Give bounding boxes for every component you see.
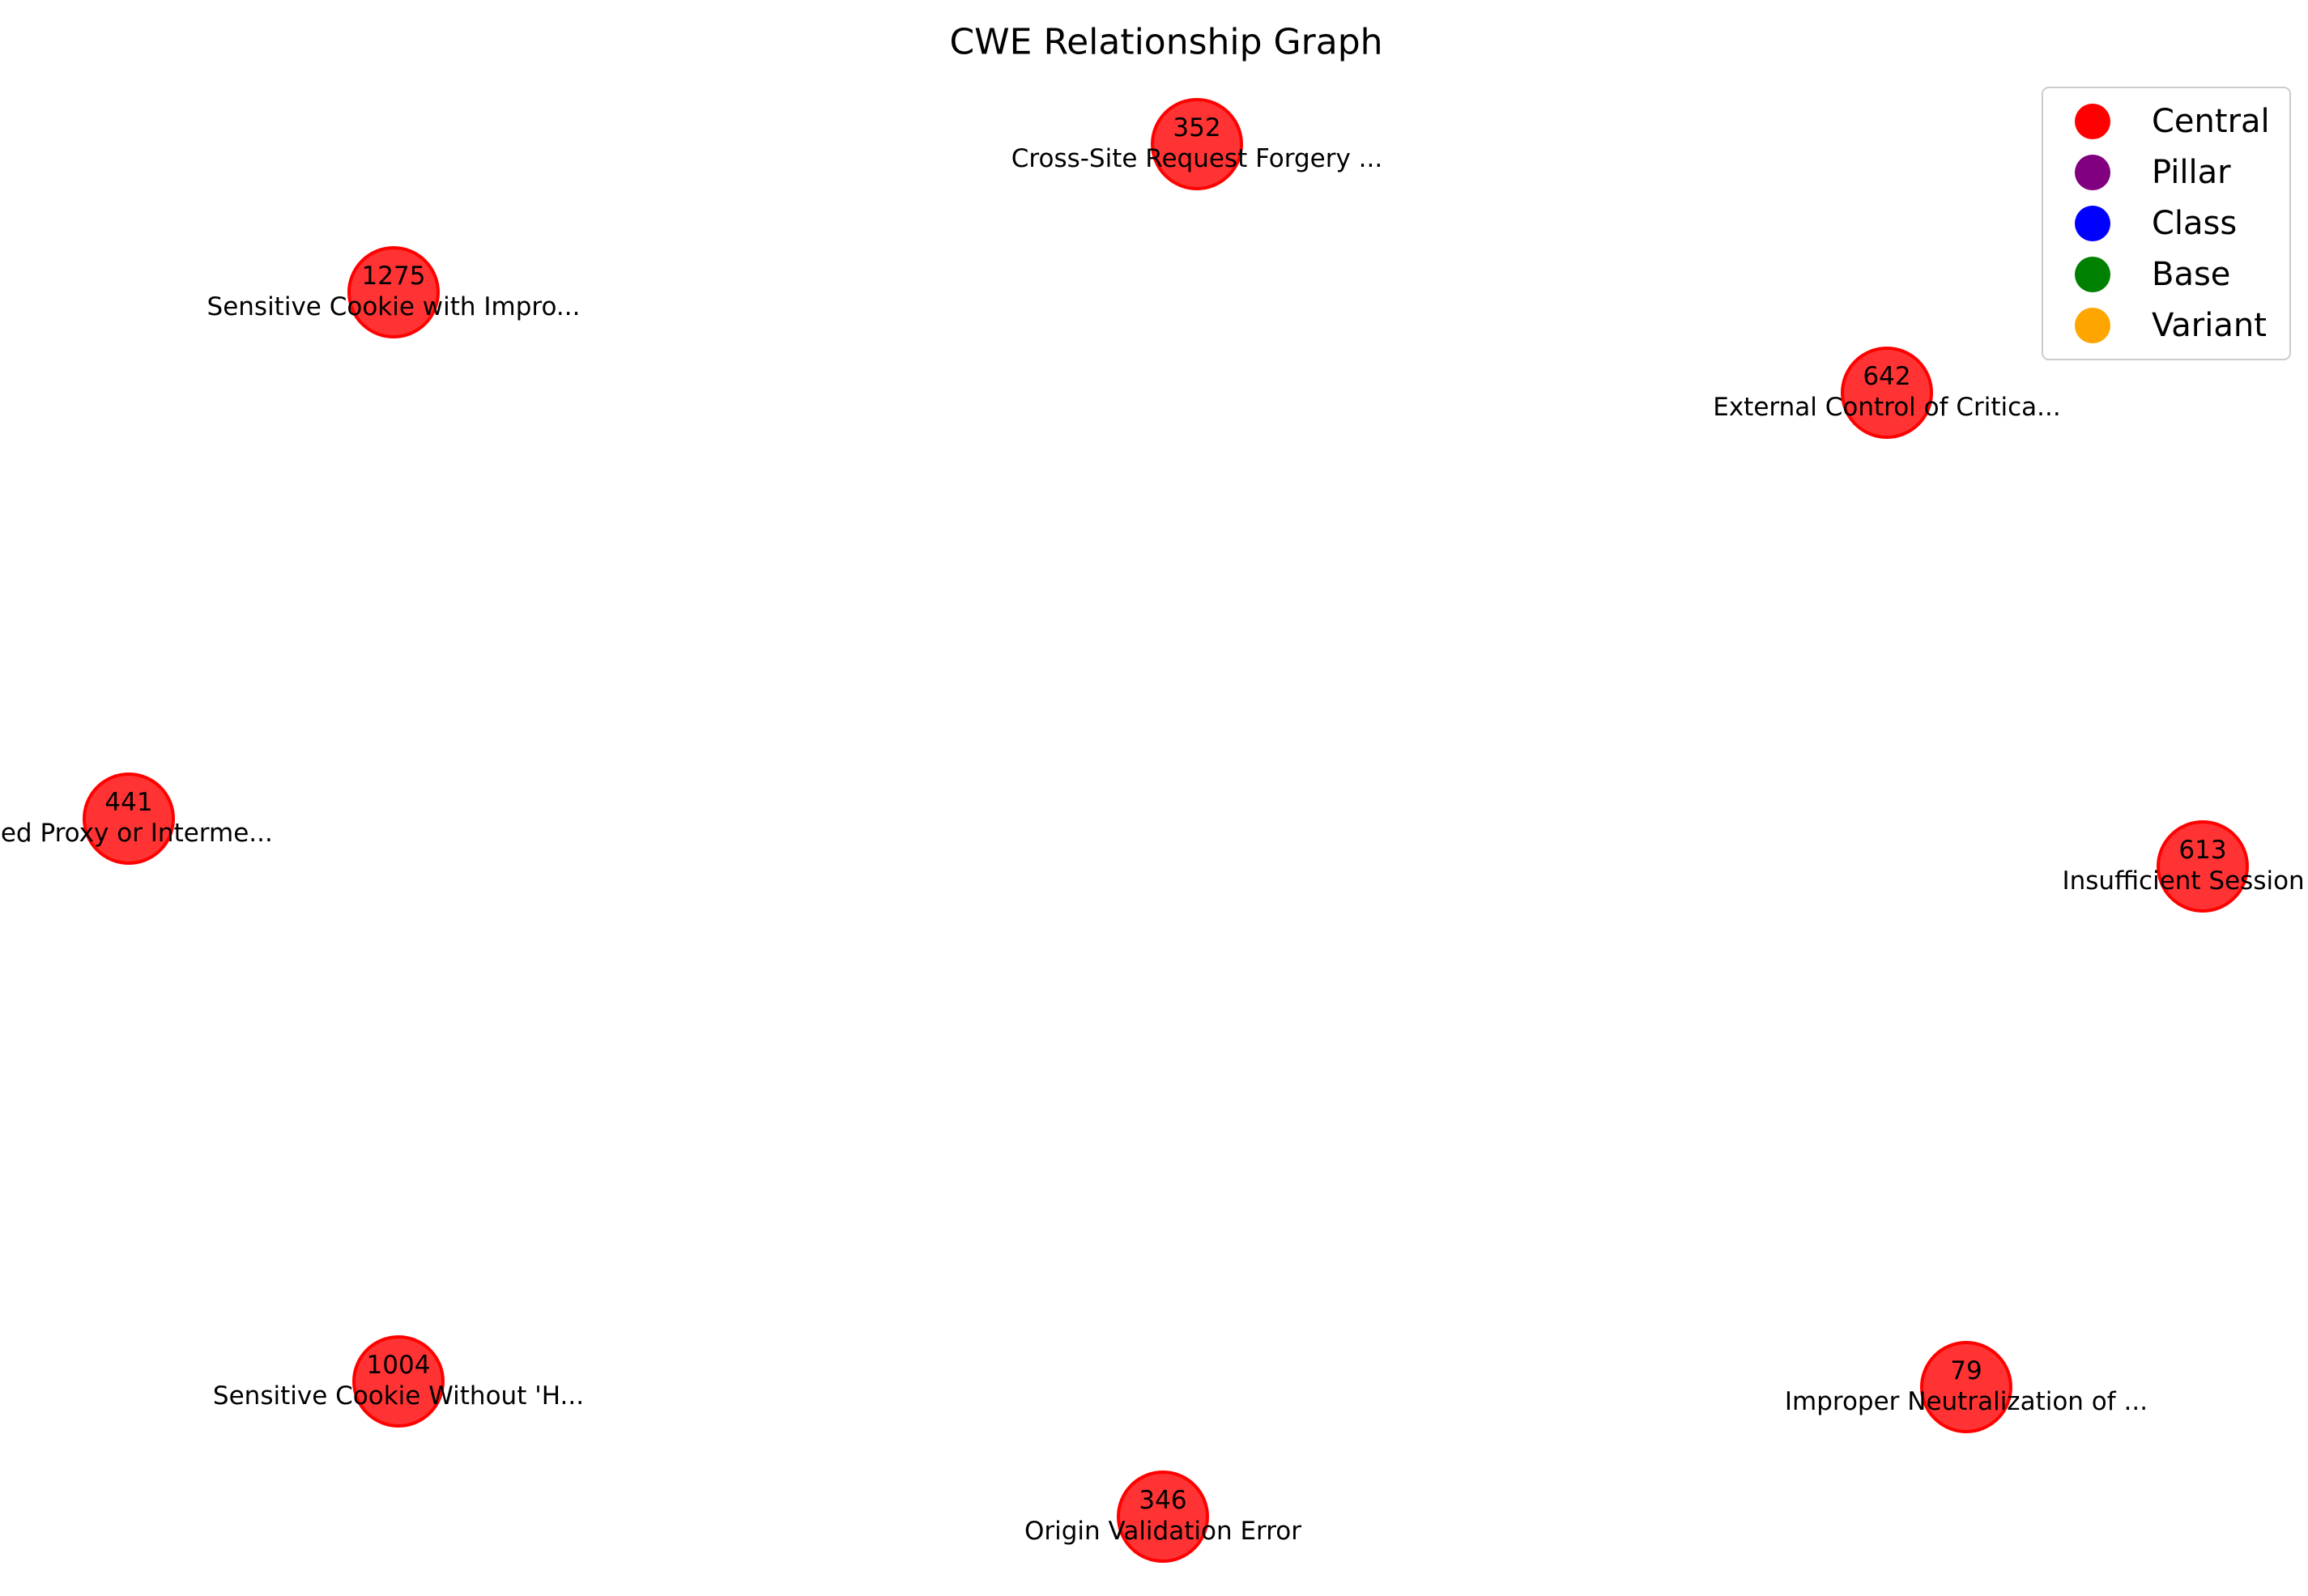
legend-item-class: Class: [2075, 205, 2237, 242]
legend-marker: [2075, 308, 2110, 343]
node-name-label: Sensitive Cookie with Impro...: [207, 292, 581, 321]
node-name-label: Sensitive Cookie Without 'H...: [213, 1381, 584, 1411]
node-circle[interactable]: [352, 1335, 445, 1428]
node-name-label: Insufficient Session Ex: [2062, 866, 2308, 896]
node-id-label: 1275: [362, 262, 426, 291]
graph-title: CWE Relationship Graph: [949, 22, 1382, 63]
legend-marker: [2075, 104, 2110, 139]
node-id-label: 642: [1863, 362, 1910, 391]
legend-item-variant: Variant: [2075, 307, 2267, 344]
node-circle[interactable]: [347, 246, 440, 338]
node-id-label: 613: [2178, 836, 2226, 865]
legend-label: Variant: [2152, 307, 2267, 344]
node-id-label: 346: [1139, 1486, 1186, 1515]
legend-item-pillar: Pillar: [2075, 154, 2231, 191]
node-id-label: 79: [1950, 1356, 1982, 1385]
legend-label: Class: [2152, 205, 2237, 242]
legend-item-central: Central: [2075, 103, 2270, 140]
node-circle[interactable]: [1841, 347, 1933, 439]
node-id-label: 1004: [367, 1351, 431, 1380]
node-name-label: External Control of Critica...: [1713, 393, 2061, 422]
legend-marker: [2075, 206, 2110, 241]
node-name-label: Cross-Site Request Forgery ...: [1011, 144, 1382, 173]
node-name-label: ded Proxy or Interme...: [0, 819, 273, 848]
node-name-label: Origin Validation Error: [1024, 1517, 1301, 1546]
node-circle[interactable]: [1117, 1470, 1209, 1563]
legend-label: Base: [2152, 256, 2230, 293]
legend-label: Central: [2152, 103, 2270, 140]
legend-marker: [2075, 257, 2110, 292]
node-circle[interactable]: [1151, 98, 1243, 190]
node-id-label: 441: [104, 788, 152, 817]
legend-frame: [2042, 87, 2291, 360]
node-circle[interactable]: [1920, 1341, 2012, 1433]
legend-marker: [2075, 155, 2110, 190]
legend-label: Pillar: [2152, 154, 2231, 191]
node-circle[interactable]: [83, 772, 175, 865]
node-circle[interactable]: [2157, 820, 2249, 913]
node-name-label: Improper Neutralization of ...: [1785, 1387, 2148, 1416]
legend-item-base: Base: [2075, 256, 2230, 293]
node-id-label: 352: [1173, 113, 1220, 143]
